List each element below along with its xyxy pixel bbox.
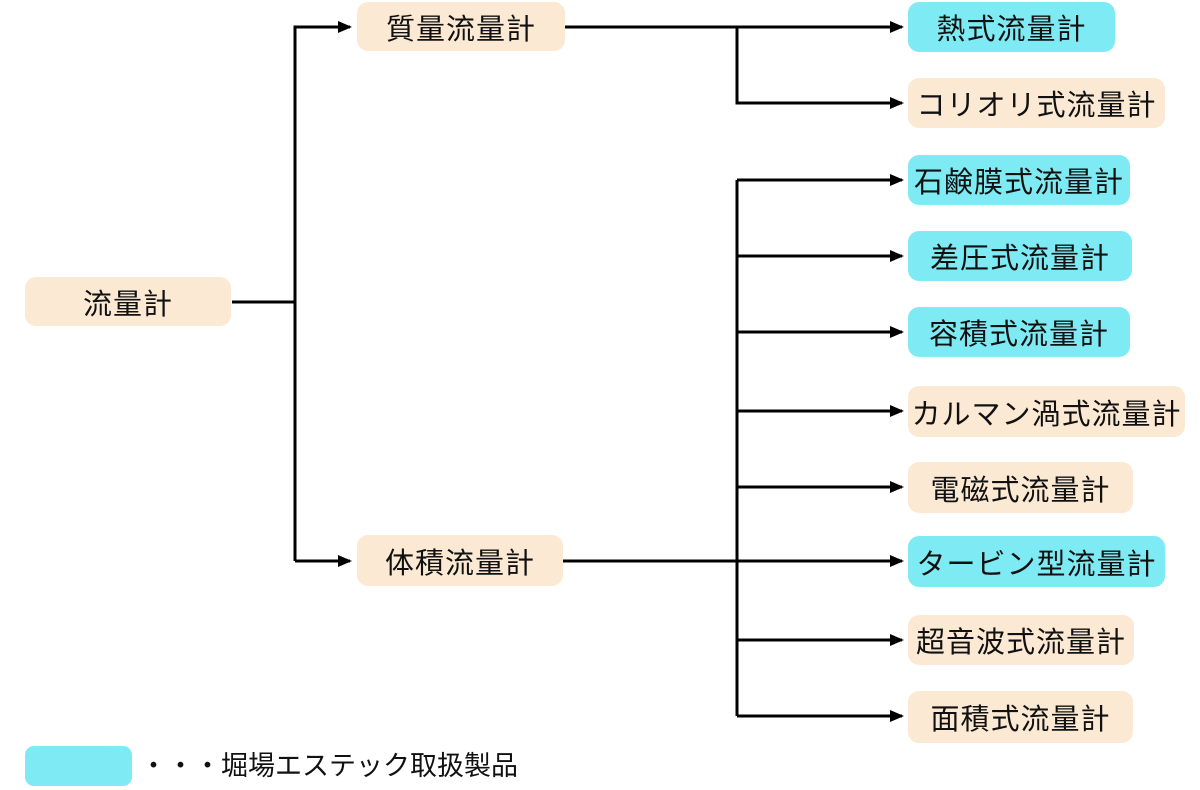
node-ultrasonic-flow-meter: 超音波式流量計 xyxy=(908,615,1134,665)
node-area-flow-meter: 面積式流量計 xyxy=(908,691,1133,743)
node-mass-flow-meter: 質量流量計 xyxy=(357,2,565,51)
node-thermal-flow-meter: 熱式流量計 xyxy=(908,2,1115,52)
node-electromagnetic-flow-meter: 電磁式流量計 xyxy=(908,462,1133,513)
node-karman-vortex-flow-meter: カルマン渦式流量計 xyxy=(908,386,1185,437)
legend-swatch xyxy=(25,746,132,786)
node-positive-displacement-flow-meter: 容積式流量計 xyxy=(908,307,1130,357)
node-soap-film-flow-meter: 石鹸膜式流量計 xyxy=(908,155,1130,205)
node-differential-pressure-flow-meter: 差圧式流量計 xyxy=(908,231,1132,281)
node-coriolis-flow-meter: コリオリ式流量計 xyxy=(908,78,1165,128)
node-volume-flow-meter: 体積流量計 xyxy=(357,535,563,586)
legend-label: ・・・堀場エステック取扱製品 xyxy=(140,751,518,781)
node-flow-meter: 流量計 xyxy=(25,277,231,326)
node-turbine-flow-meter: タービン型流量計 xyxy=(908,536,1165,587)
